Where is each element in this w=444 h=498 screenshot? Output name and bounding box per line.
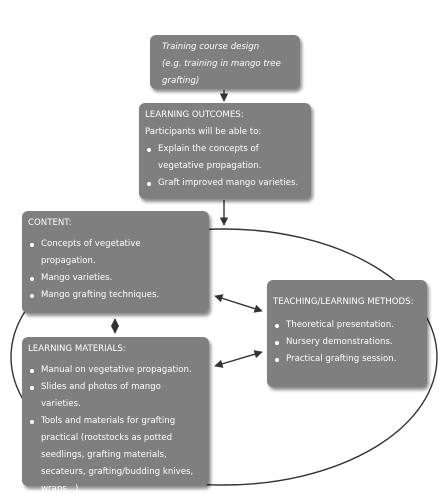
arrow-materials-methods: [214, 350, 263, 368]
content-box: CONTENT: Concepts of vegetative propagat…: [22, 211, 209, 313]
teaching-method-item: Practical grafting session.: [273, 351, 421, 368]
content-item: Mango grafting techniques.: [28, 287, 203, 304]
teaching-methods-list: Theoretical presentation. Nursery demons…: [273, 317, 421, 368]
training-design-line1: Training course design: [162, 42, 260, 52]
learning-outcomes-list: Explain the concepts of vegetative propa…: [145, 141, 305, 192]
learning-outcome-item: Graft improved mango varieties.: [145, 175, 305, 192]
learning-outcomes-box: LEARNING OUTCOMES: Participants will be …: [139, 103, 311, 199]
teaching-method-item: Nursery demonstrations.: [273, 334, 421, 351]
teaching-methods-title: TEACHING/LEARNING METHODS:: [273, 297, 414, 307]
content-title: CONTENT:: [28, 218, 72, 228]
learning-outcome-item: Explain the concepts of vegetative propa…: [145, 141, 305, 175]
cycle-ellipse: [10, 228, 438, 486]
training-design-line3: grafting): [162, 76, 200, 86]
learning-outcomes-intro: Participants will be able to:: [145, 127, 262, 137]
training-design-line2: (e.g. training in mango tree: [162, 59, 281, 69]
teaching-methods-box: TEACHING/LEARNING METHODS: Theoretical p…: [267, 280, 427, 387]
content-item: Concepts of vegetative propagation.: [28, 236, 203, 270]
learning-material-item: Tools and materials for grafting practic…: [28, 413, 203, 498]
arrow-content-methods: [214, 294, 263, 313]
learning-outcomes-title: LEARNING OUTCOMES:: [145, 110, 244, 120]
content-item: Mango varieties.: [28, 270, 203, 287]
learning-materials-list: Manual on vegetative propagation. Slides…: [28, 362, 203, 498]
learning-material-item: Manual on vegetative propagation.: [28, 362, 203, 379]
learning-material-item: Slides and photos of mango varieties.: [28, 379, 203, 413]
training-design-box: Training course design (e.g. training in…: [150, 35, 300, 89]
teaching-method-item: Theoretical presentation.: [273, 317, 421, 334]
learning-materials-box: LEARNING MATERIALS: Manual on vegetative…: [22, 337, 209, 494]
content-list: Concepts of vegetative propagation. Mang…: [28, 236, 203, 304]
learning-materials-title: LEARNING MATERIALS:: [28, 344, 126, 354]
